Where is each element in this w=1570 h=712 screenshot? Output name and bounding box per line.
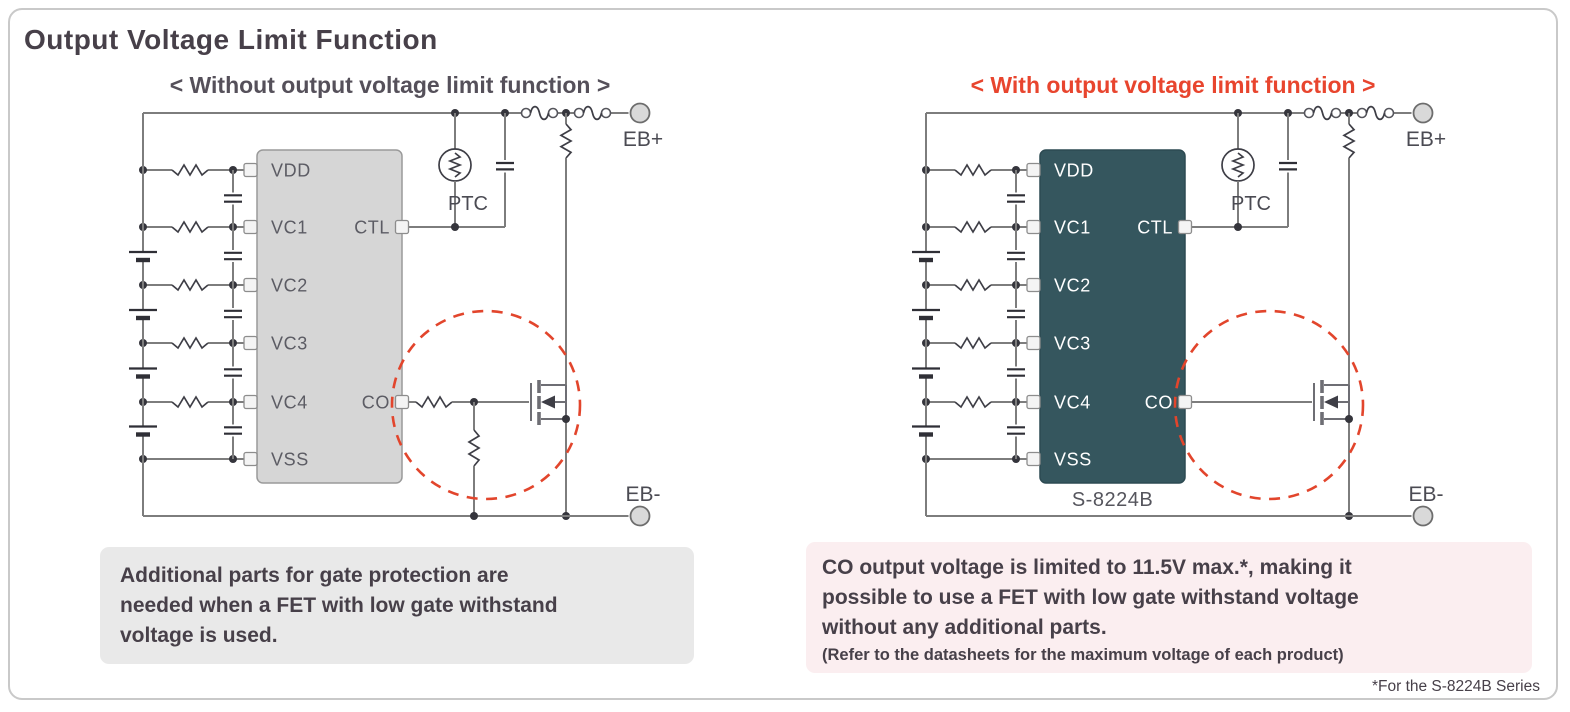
caption-line: voltage is used. <box>120 624 278 647</box>
sense-resistor-icon <box>954 336 992 350</box>
svg-text:VDD: VDD <box>1054 161 1094 181</box>
sense-resistor-icon <box>171 395 209 409</box>
ptc-thermistor-icon: PTC <box>1221 113 1271 227</box>
svg-text:VC1: VC1 <box>271 218 308 238</box>
sense-resistor-icon <box>954 395 992 409</box>
sense-resistor-icon <box>171 336 209 350</box>
sense-resistor-icon <box>171 278 209 292</box>
sense-resistor-icon <box>171 163 209 177</box>
svg-text:VC4: VC4 <box>271 393 308 413</box>
sense-resistor-icon <box>954 163 992 177</box>
eb-minus-terminal: EB- <box>1408 483 1444 527</box>
fuse-tap-resistor-icon <box>559 113 573 385</box>
svg-text:EB+: EB+ <box>1406 128 1446 151</box>
protection-fet-icon <box>530 380 570 425</box>
svg-text:PTC: PTC <box>448 193 488 215</box>
svg-text:CO: CO <box>362 393 390 413</box>
svg-text:EB-: EB- <box>625 483 660 506</box>
svg-text:VC3: VC3 <box>1054 334 1091 354</box>
caption-line: CO output voltage is limited to 11.5V ma… <box>822 556 1352 579</box>
svg-text:PTC: PTC <box>1231 193 1271 215</box>
eb-minus-terminal: EB- <box>625 483 661 527</box>
co-series-resistor-icon <box>409 395 529 409</box>
caption-note: (Refer to the datasheets for the maximum… <box>822 646 1344 664</box>
svg-text:VSS: VSS <box>271 450 309 470</box>
caption-line: needed when a FET with low gate withstan… <box>120 594 558 617</box>
caption-line: Additional parts for gate protection are <box>120 564 509 587</box>
fuse-icon <box>520 105 612 121</box>
red-dashed-circle <box>390 309 582 501</box>
red-dashed-circle <box>1173 309 1365 501</box>
sense-resistor-icon <box>954 278 992 292</box>
svg-text:CTL: CTL <box>354 218 390 238</box>
svg-text:VC2: VC2 <box>1054 276 1091 296</box>
eb-plus-terminal: EB+ <box>1406 102 1446 151</box>
ctl-capacitor-icon <box>1192 113 1297 231</box>
svg-text:EB-: EB- <box>1408 483 1443 506</box>
co-pulldown-resistor-icon <box>467 402 481 520</box>
fuse-icon <box>1303 105 1395 121</box>
svg-text:EB+: EB+ <box>623 128 663 151</box>
panel-header-without: < Without output voltage limit function … <box>169 72 611 98</box>
ptc-thermistor-icon: PTC <box>438 113 488 227</box>
caption-line: without any additional parts. <box>822 616 1107 639</box>
sense-resistor-icon <box>171 220 209 234</box>
svg-text:VC2: VC2 <box>271 276 308 296</box>
eb-plus-terminal: EB+ <box>623 102 663 151</box>
svg-text:VSS: VSS <box>1054 450 1092 470</box>
caption-without-limit: Additional parts for gate protection are… <box>100 547 694 664</box>
page-title: Output Voltage Limit Function <box>24 24 438 55</box>
ctl-capacitor-icon <box>409 113 514 231</box>
chip-label: S-8224B <box>1072 489 1153 511</box>
footnote: *For the S-8224B Series <box>1371 678 1540 695</box>
panel-header-with: < With output voltage limit function > <box>970 72 1376 98</box>
battery-stack-icon <box>129 113 157 516</box>
caption-with-limit: CO output voltage is limited to 11.5V ma… <box>806 542 1532 673</box>
svg-text:S-8224B: S-8224B <box>1072 489 1153 511</box>
svg-text:VC1: VC1 <box>1054 218 1091 238</box>
svg-text:CTL: CTL <box>1137 218 1173 238</box>
protection-fet-icon <box>1313 380 1353 425</box>
caption-line: possible to use a FET with low gate with… <box>822 586 1359 609</box>
fuse-tap-resistor-icon <box>1342 113 1356 385</box>
wires <box>922 109 1412 520</box>
svg-text:CO: CO <box>1145 393 1173 413</box>
svg-text:VDD: VDD <box>271 161 311 181</box>
input-capacitors <box>224 170 242 459</box>
svg-text:VC3: VC3 <box>271 334 308 354</box>
svg-text:VC4: VC4 <box>1054 393 1091 413</box>
wires <box>139 109 629 520</box>
battery-stack-icon <box>912 113 940 516</box>
sense-resistor-icon <box>954 220 992 234</box>
input-capacitors <box>1007 170 1025 459</box>
